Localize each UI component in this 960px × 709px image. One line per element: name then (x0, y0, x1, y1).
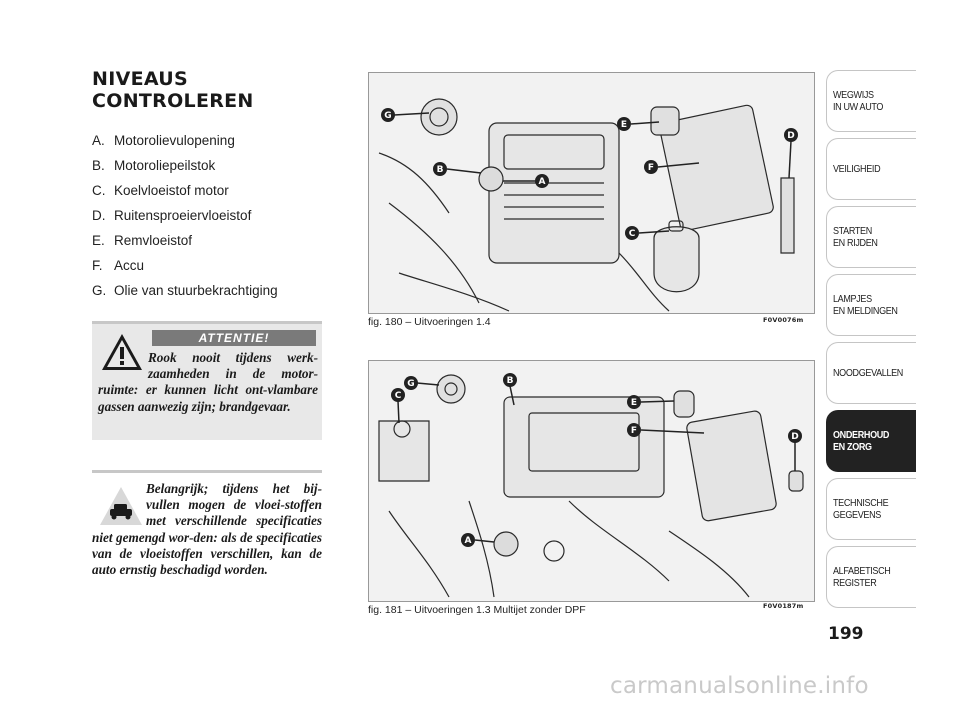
legend-text: Koelvloeistof motor (114, 183, 229, 198)
marker-c: C (629, 229, 636, 239)
legend-letter: E. (92, 233, 105, 248)
marker-e: E (631, 398, 637, 408)
marker-d: D (787, 131, 794, 141)
marker-f: F (648, 163, 654, 173)
tab-label: ALFABETISCH REGISTER (833, 565, 891, 589)
figure-caption-181: fig. 181 – Uitvoeringen 1.3 Multijet zon… (368, 604, 586, 616)
legend-text: Motoroliepeilstok (114, 158, 216, 173)
tab-label: TECHNISCHE GEGEVENS (833, 497, 889, 521)
marker-g: G (407, 379, 414, 389)
warning-triangle-icon (102, 334, 142, 370)
marker-c: C (395, 391, 402, 401)
tab-label: STARTEN EN RIJDEN (833, 225, 878, 249)
note-text-content: Belangrijk; tijdens het bij-vullen mogen… (92, 481, 322, 578)
legend-item: C. Koelvloeistof motor (92, 178, 278, 203)
warning-text-content: Rook nooit tijdens werk-zaamheden in de … (98, 350, 318, 414)
tab-label: NOODGEVALLEN (833, 367, 903, 379)
figure-caption-180: fig. 180 – Uitvoeringen 1.4 (368, 316, 491, 328)
section-title-line1: NIVEAUS (92, 68, 188, 90)
legend-text: Remvloeistof (114, 233, 193, 248)
tab-label: ONDERHOUD EN ZORG (833, 429, 890, 453)
legend-letter: B. (92, 158, 105, 173)
marker-e: E (621, 120, 627, 130)
legend-letter: F. (92, 258, 103, 273)
legend-item: A. Motorolievulopening (92, 128, 278, 153)
figure-code-180: F0V0076m (763, 316, 804, 324)
legend-item: G. Olie van stuurbekrachtiging (92, 278, 278, 303)
engine-diagram-1-3-multijet: G B C E F D A (368, 360, 815, 602)
engine-illustration-1-3-multijet: G B C E F D A (378, 373, 804, 598)
legend-text: Olie van stuurbekrachtiging (114, 283, 278, 298)
page-number: 199 (828, 624, 864, 644)
tab-onderhoud[interactable]: ONDERHOUD EN ZORG (826, 410, 916, 472)
watermark: carmanualsonline.info (610, 673, 869, 699)
marker-f: F (631, 426, 637, 436)
engine-diagram-1-4: G E D B A F C (368, 72, 815, 314)
figure-code-181: F0V0187m (763, 602, 804, 610)
legend-item: E. Remvloeistof (92, 228, 278, 253)
section-title: NIVEAUS CONTROLEREN (92, 68, 332, 112)
legend-letter: A. (92, 133, 105, 148)
environment-caution-icon (100, 487, 142, 525)
tab-lampjes[interactable]: LAMPJES EN MELDINGEN (826, 274, 916, 336)
legend-letter: C. (92, 183, 106, 198)
marker-a: A (539, 177, 546, 187)
component-legend: A. Motorolievulopening B. Motoroliepeilsto… (92, 128, 278, 303)
warning-box: ATTENTIE! Rook nooit tijdens werk-zaamhe… (92, 321, 322, 440)
tab-wegwijs[interactable]: WEGWIJS IN UW AUTO (826, 70, 916, 132)
legend-text: Ruitensproeiervloeistof (114, 208, 252, 223)
legend-item: D. Ruitensproeiervloeistof (92, 203, 278, 228)
legend-letter: G. (92, 283, 107, 298)
warning-text: Rook nooit tijdens werk-zaamheden in de … (98, 350, 318, 415)
legend-text: Accu (114, 258, 145, 273)
legend-item: B. Motoroliepeilstok (92, 153, 278, 178)
marker-g: G (384, 111, 391, 121)
marker-d: D (791, 432, 798, 442)
marker-b: B (507, 376, 514, 386)
marker-b: B (437, 165, 444, 175)
tab-veiligheid[interactable]: VEILIGHEID (826, 138, 916, 200)
legend-text: Motorolievulopening (114, 133, 235, 148)
legend-letter: D. (92, 208, 106, 223)
tab-technische[interactable]: TECHNISCHE GEGEVENS (826, 478, 916, 540)
note-box: Belangrijk; tijdens het bij-vullen mogen… (92, 470, 322, 591)
tab-alfabetisch[interactable]: ALFABETISCH REGISTER (826, 546, 916, 608)
tab-label: VEILIGHEID (833, 163, 881, 175)
section-title-line2: CONTROLEREN (92, 90, 254, 112)
note-text: Belangrijk; tijdens het bij-vullen mogen… (92, 481, 322, 578)
tab-label: WEGWIJS IN UW AUTO (833, 89, 884, 113)
marker-a: A (465, 536, 472, 546)
tab-label: LAMPJES EN MELDINGEN (833, 293, 898, 317)
engine-illustration-1-4: G E D B A F C (378, 98, 798, 312)
legend-item: F. Accu (92, 253, 278, 278)
tab-starten[interactable]: STARTEN EN RIJDEN (826, 206, 916, 268)
warning-label: ATTENTIE! (152, 330, 316, 346)
tab-noodgevallen[interactable]: NOODGEVALLEN (826, 342, 916, 404)
